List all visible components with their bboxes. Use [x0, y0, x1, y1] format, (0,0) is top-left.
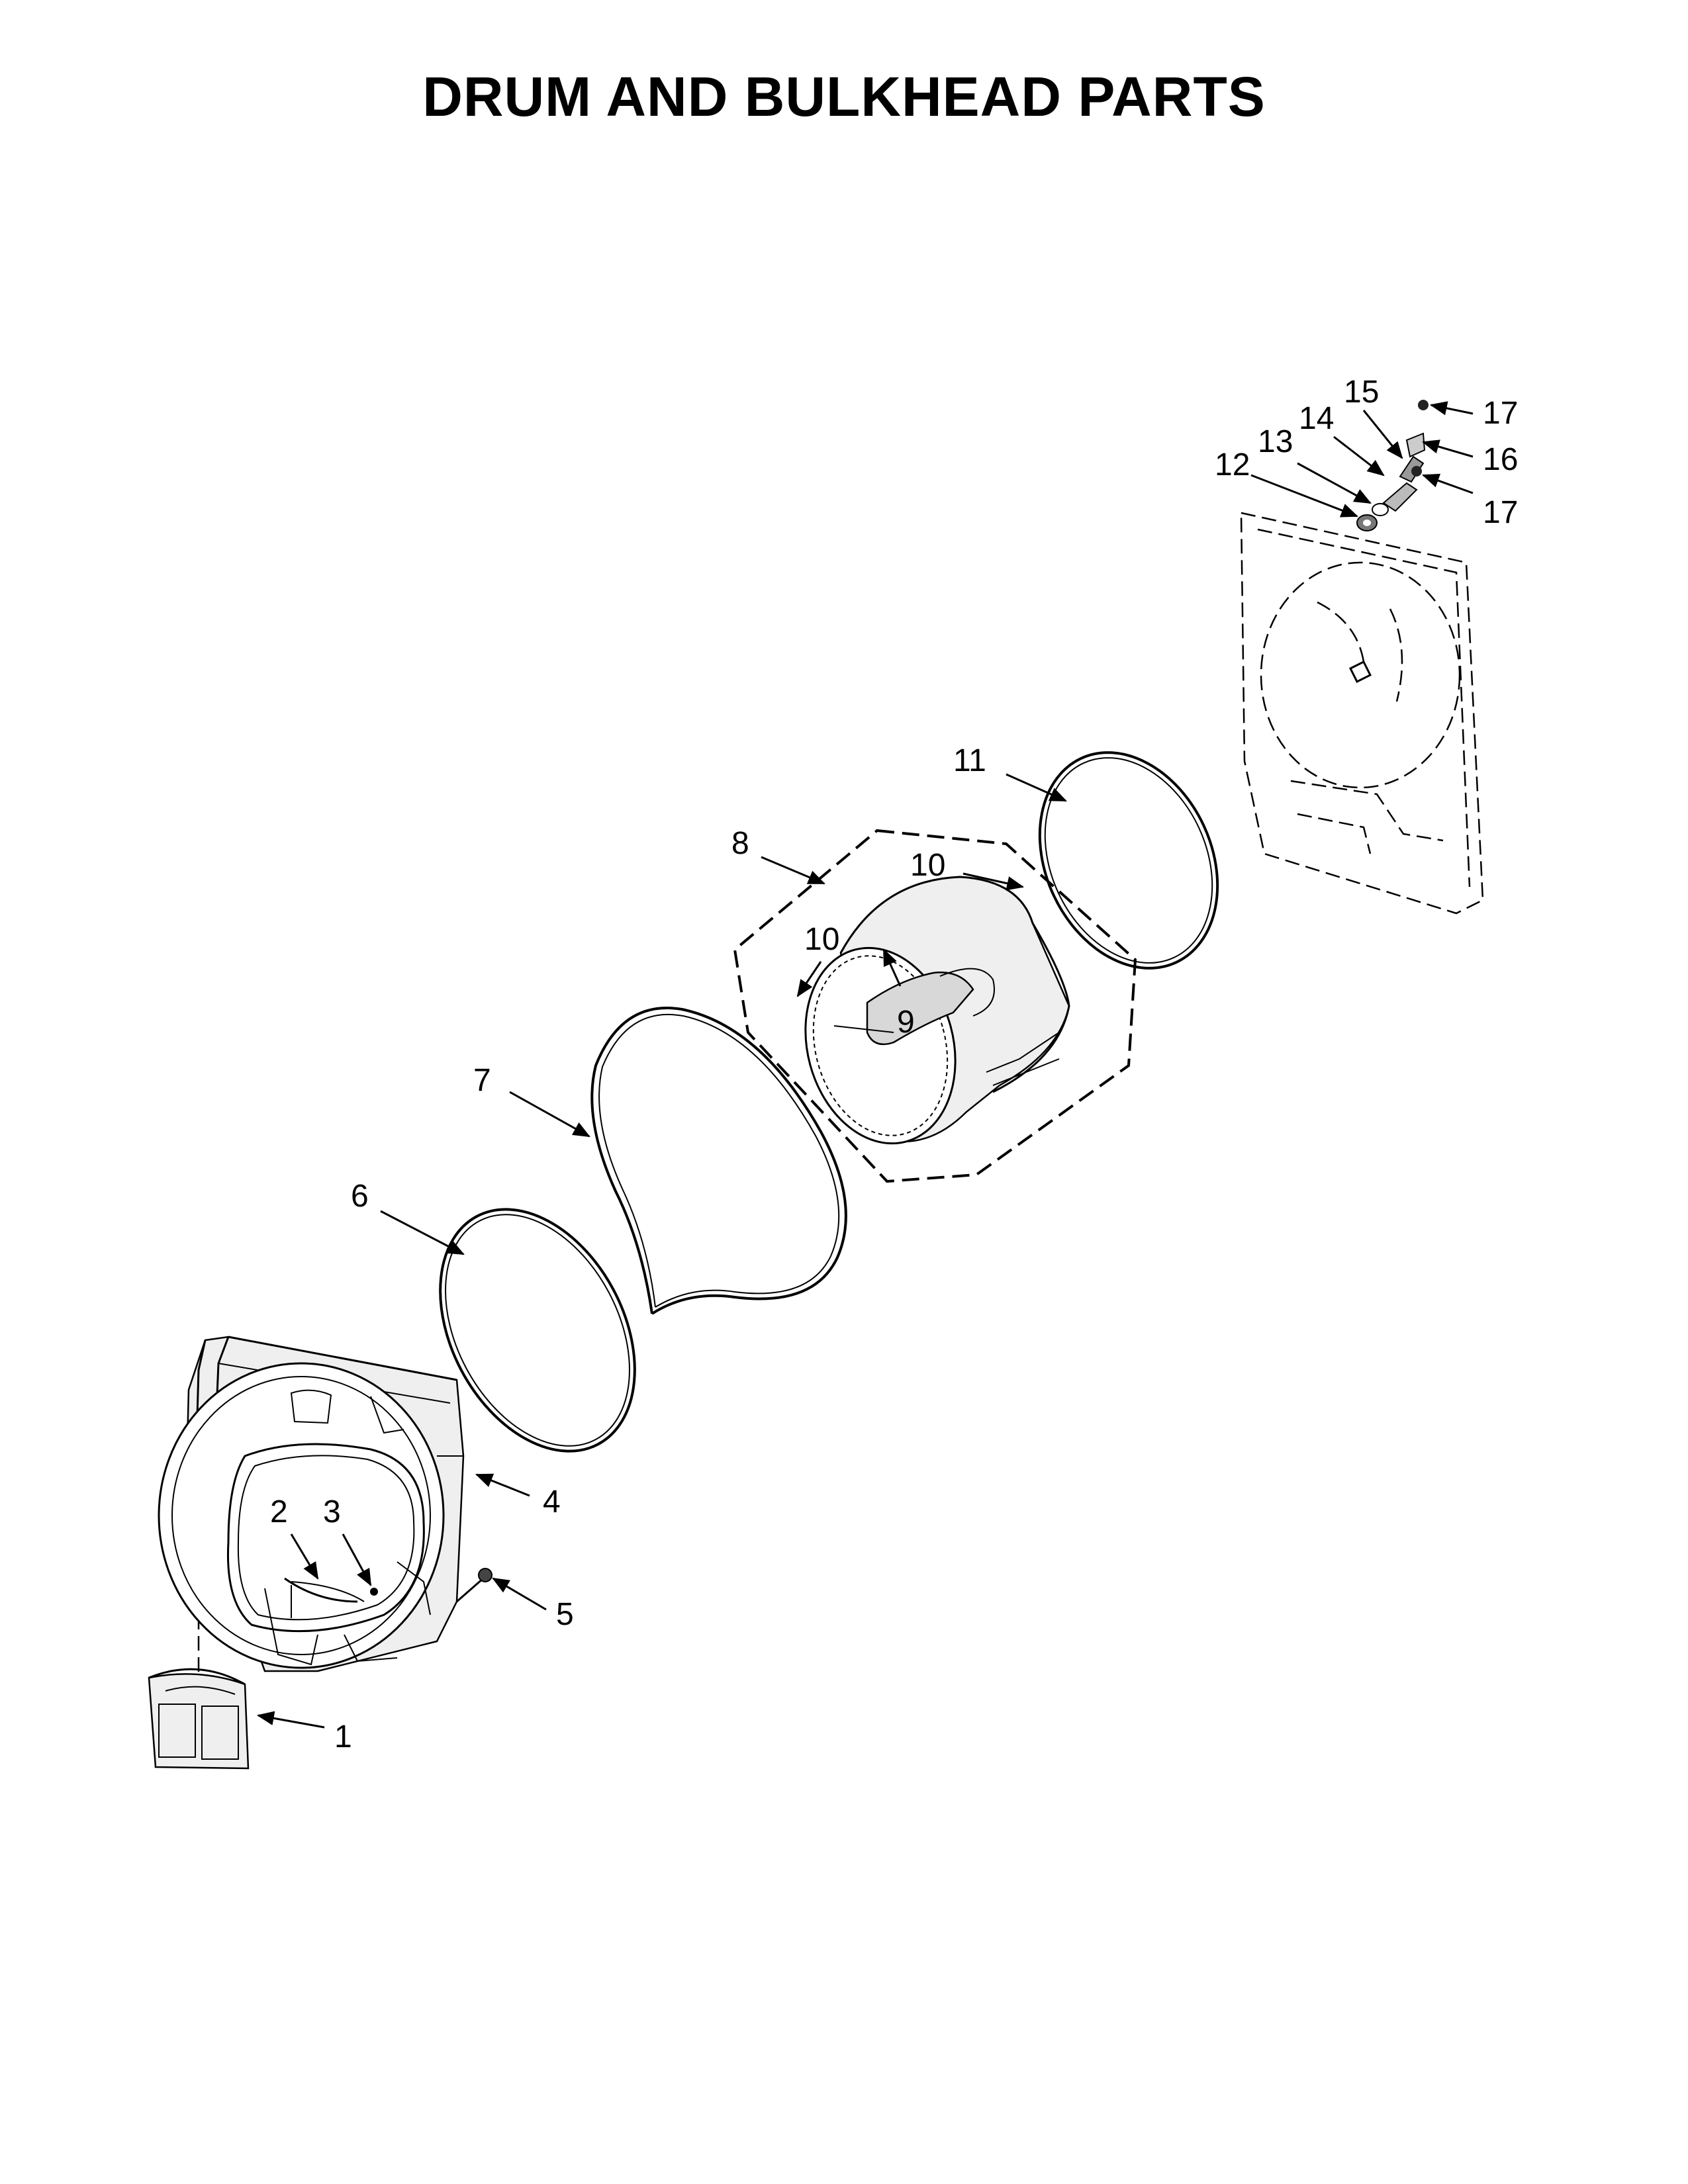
part-14-bracket [1382, 482, 1418, 512]
part-12-bearing [1356, 514, 1378, 531]
callout-17-bottom: 17 [1483, 495, 1518, 530]
callout-1: 1 [334, 1719, 352, 1754]
callout-4: 4 [543, 1484, 561, 1520]
part-17-screw-top [1418, 400, 1429, 410]
callout-labels: 1 2 3 4 5 6 7 8 9 10 10 11 12 13 14 15 1… [270, 375, 1518, 1754]
callout-12: 12 [1215, 447, 1250, 482]
callout-15: 15 [1344, 375, 1379, 410]
callout-11: 11 [953, 743, 986, 778]
part-16-clip [1405, 432, 1426, 458]
callout-9: 9 [897, 1005, 915, 1040]
part-11-rear-seal [1038, 751, 1219, 970]
part-6-front-seal [439, 1208, 636, 1453]
callout-3: 3 [323, 1494, 341, 1529]
callout-arrows [256, 401, 1474, 1729]
part-4-front-bulkhead [158, 1336, 484, 1672]
callout-16: 16 [1483, 442, 1518, 477]
part-13-washer [1372, 503, 1389, 516]
part-5-screw [478, 1568, 492, 1582]
part-2-sensor-bar [284, 1577, 358, 1618]
part-17-screw-bottom [1411, 466, 1422, 477]
callout-13: 13 [1258, 424, 1293, 459]
part-15-support [1399, 455, 1425, 483]
callout-10-rear: 10 [910, 848, 945, 883]
callout-2: 2 [270, 1494, 288, 1529]
callout-17-top: 17 [1483, 396, 1518, 431]
callout-14: 14 [1299, 401, 1334, 436]
callout-10-front: 10 [804, 922, 839, 957]
rear-bulkhead [1240, 512, 1484, 915]
callout-8: 8 [731, 826, 749, 861]
part-3-screw [370, 1588, 378, 1596]
callout-6: 6 [351, 1179, 369, 1214]
drum [804, 876, 1070, 1145]
callout-7: 7 [473, 1063, 491, 1098]
callout-5: 5 [556, 1597, 574, 1632]
page-title: DRUM AND BULKHEAD PARTS [422, 66, 1266, 128]
part-7-drive-belt [590, 1007, 847, 1315]
